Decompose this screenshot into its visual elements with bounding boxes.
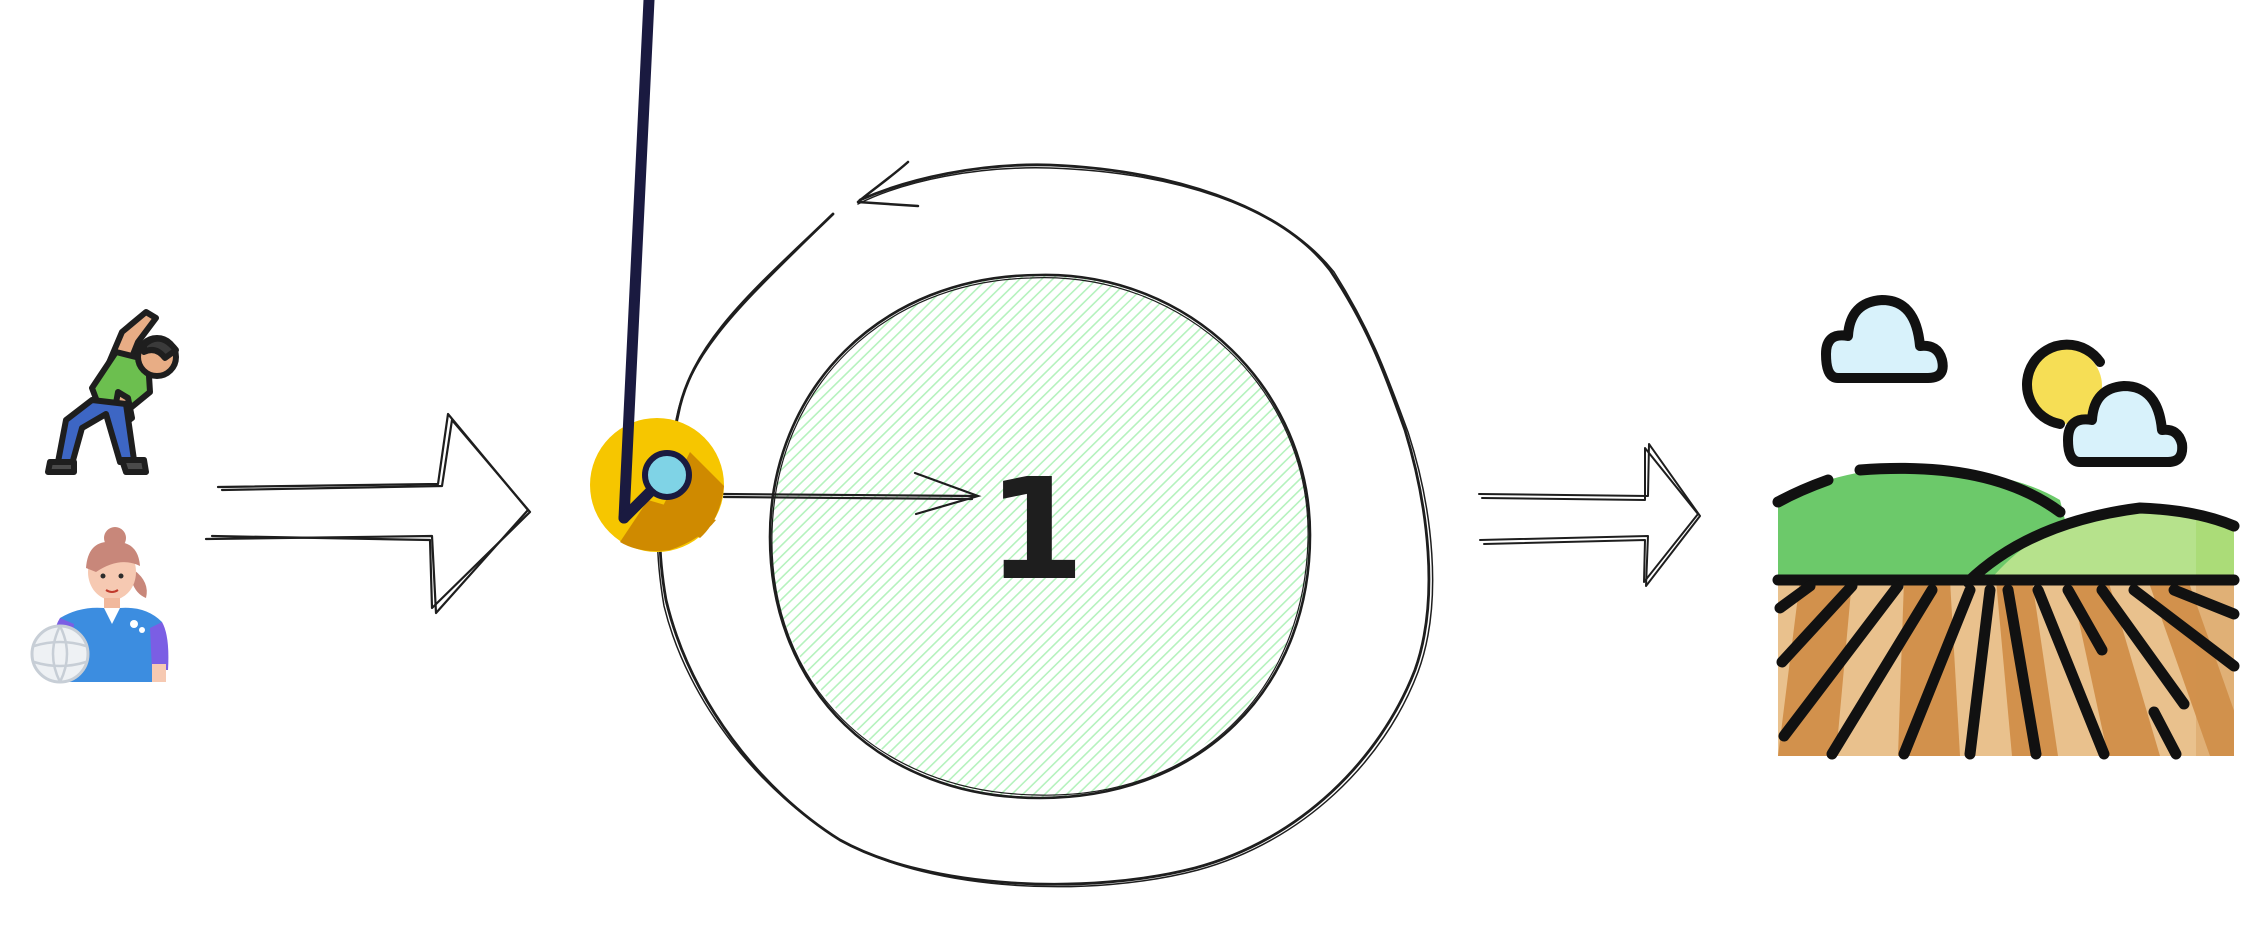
cloud-icon — [1821, 295, 1948, 383]
sun-icon — [2022, 339, 2105, 429]
inspection-arrow — [720, 471, 982, 516]
inner-core-circle — [768, 273, 1312, 800]
netball-player-icon — [30, 527, 169, 684]
farmland-landscape-icon — [1772, 295, 2240, 760]
flow-arrow-2 — [1478, 443, 1701, 587]
center-number-label: 1 — [987, 449, 1084, 612]
flow-arrow-1 — [204, 412, 532, 615]
netball-icon — [30, 624, 90, 684]
cloud-icon — [2063, 381, 2188, 467]
magnifying-glass-icon — [590, 0, 724, 552]
stretching-person-icon — [45, 309, 179, 475]
